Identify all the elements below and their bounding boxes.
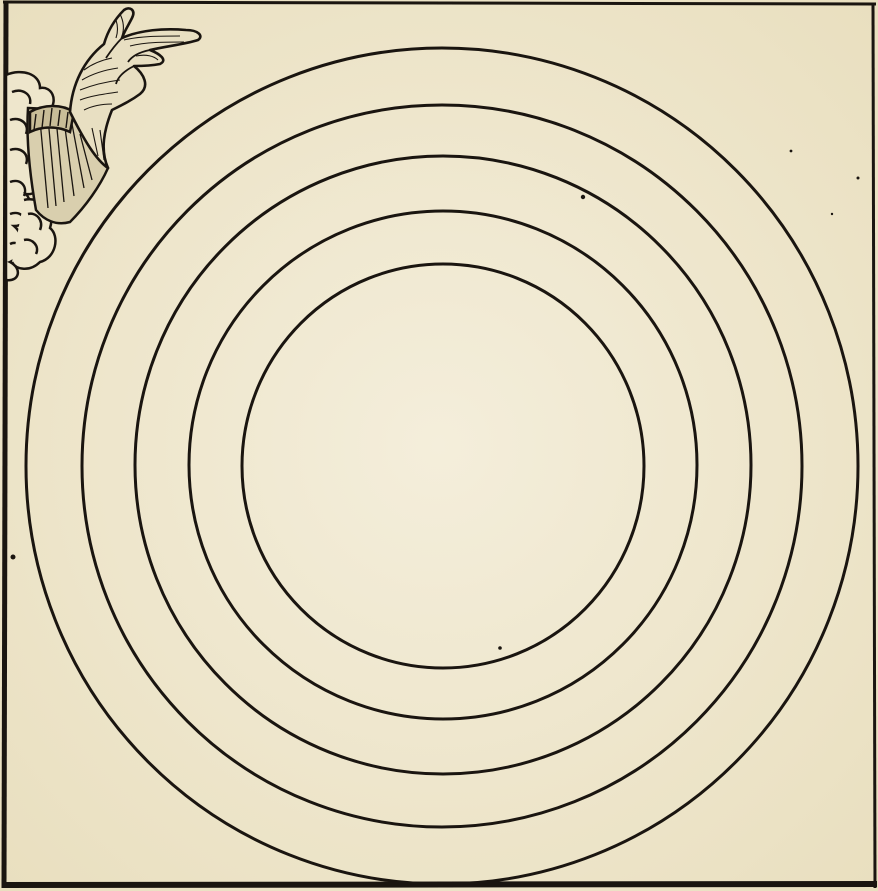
- paper-background: [0, 0, 878, 891]
- woodcut-illustration: [0, 0, 878, 891]
